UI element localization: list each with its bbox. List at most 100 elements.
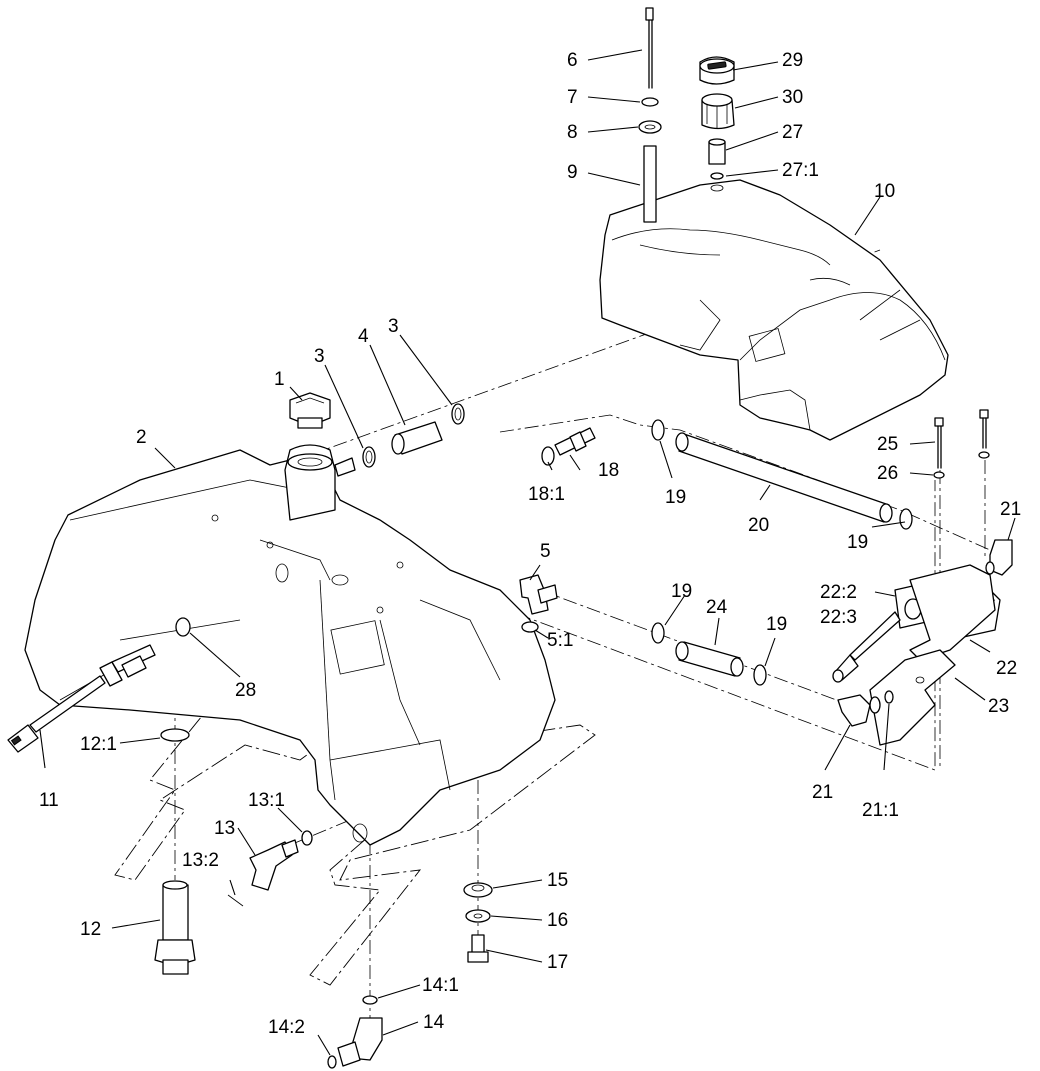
callout-14: 14 bbox=[423, 1012, 445, 1033]
gauge-cap bbox=[699, 56, 735, 85]
drain-plug-12 bbox=[154, 880, 196, 975]
callout-4: 4 bbox=[358, 326, 369, 347]
tank-window bbox=[330, 620, 385, 675]
callout-19-top-right: 19 bbox=[847, 532, 868, 553]
valve-bracket bbox=[909, 564, 996, 661]
callout-labels: 1 2 3 3 4 5 5:1 6 7 8 9 10 11 12 12:1 13… bbox=[39, 50, 1021, 1038]
o-ring-14-1 bbox=[362, 995, 378, 1005]
leader-lines bbox=[39, 49, 1016, 1056]
path-hose-lower bbox=[539, 589, 851, 706]
mounting-plate-23 bbox=[869, 649, 956, 746]
callout-17: 17 bbox=[547, 952, 568, 973]
o-ring-13-1 bbox=[301, 830, 313, 846]
pin-13-2 bbox=[227, 894, 244, 907]
callout-5-1: 5:1 bbox=[547, 630, 573, 651]
callout-22-3: 22:3 bbox=[820, 607, 857, 628]
callout-14-1: 14:1 bbox=[422, 975, 459, 996]
callout-1: 1 bbox=[274, 369, 285, 390]
bolt-25-right bbox=[979, 409, 989, 449]
callout-22: 22 bbox=[996, 658, 1017, 679]
callout-19-top-left: 19 bbox=[665, 487, 686, 508]
callout-13: 13 bbox=[214, 818, 235, 839]
elbow-fitting-21-upper bbox=[985, 539, 1013, 576]
main-fuel-tank bbox=[24, 449, 556, 846]
callout-9: 9 bbox=[567, 162, 578, 183]
mounting-plate-right bbox=[309, 724, 596, 986]
callout-12-1: 12:1 bbox=[80, 734, 117, 755]
fuel-sensor bbox=[7, 644, 156, 753]
gauge-adapter bbox=[708, 138, 726, 165]
hose-clamp-right bbox=[451, 403, 465, 425]
washer-26-left bbox=[933, 471, 945, 479]
callout-19-mid-left: 19 bbox=[671, 581, 692, 602]
washer-16 bbox=[465, 909, 491, 923]
callout-25: 25 bbox=[877, 434, 898, 455]
callout-23: 23 bbox=[988, 696, 1009, 717]
callout-14-2: 14:2 bbox=[268, 1017, 305, 1038]
washer-large bbox=[638, 120, 662, 134]
callout-6: 6 bbox=[567, 50, 578, 71]
callout-5: 5 bbox=[540, 541, 551, 562]
o-ring-14-2 bbox=[327, 1055, 337, 1069]
fuel-fitting bbox=[541, 427, 596, 466]
neck-outlet bbox=[334, 457, 356, 477]
upper-fuel-tank bbox=[599, 179, 949, 441]
warning-label bbox=[748, 328, 786, 362]
spacer-tube bbox=[643, 145, 657, 223]
callout-2: 2 bbox=[136, 427, 147, 448]
callout-19-mid-right: 19 bbox=[766, 614, 787, 635]
elbow-fitting-5 bbox=[519, 574, 558, 615]
mounting-plate-left bbox=[114, 689, 397, 881]
callout-3-right: 3 bbox=[388, 316, 399, 337]
clamp-19-mid-right bbox=[753, 664, 767, 686]
gauge-seal bbox=[710, 172, 724, 180]
callout-26: 26 bbox=[877, 463, 898, 484]
elbow-fitting-21-lower bbox=[837, 694, 881, 727]
callout-27: 27 bbox=[782, 122, 803, 143]
callout-30: 30 bbox=[782, 87, 803, 108]
callout-22-2: 22:2 bbox=[820, 582, 857, 603]
callout-18: 18 bbox=[598, 460, 619, 481]
gauge-body bbox=[701, 93, 735, 130]
callout-20: 20 bbox=[748, 515, 769, 536]
elbow-fitting-14 bbox=[337, 1017, 383, 1067]
seal-5-1 bbox=[521, 621, 539, 633]
washer-small bbox=[641, 97, 659, 107]
callout-8: 8 bbox=[567, 122, 578, 143]
callout-28: 28 bbox=[235, 680, 256, 701]
callout-3-left: 3 bbox=[314, 346, 325, 367]
short-hose bbox=[675, 641, 744, 677]
callout-24: 24 bbox=[706, 597, 728, 618]
clamp-19-mid-left bbox=[651, 622, 665, 644]
hose-sleeve bbox=[391, 421, 443, 455]
callout-12: 12 bbox=[80, 919, 101, 940]
callout-13-2: 13:2 bbox=[182, 850, 219, 871]
seal-21-1 bbox=[884, 690, 894, 704]
callout-7: 7 bbox=[567, 87, 578, 108]
elbow-fitting-13 bbox=[249, 839, 299, 891]
bolt-17 bbox=[467, 934, 489, 963]
callout-16: 16 bbox=[547, 910, 568, 931]
callout-21-lower: 21 bbox=[812, 782, 833, 803]
callout-11: 11 bbox=[39, 790, 59, 811]
o-ring-12-1 bbox=[160, 728, 190, 742]
callout-21-1: 21:1 bbox=[862, 800, 899, 821]
isolator-15 bbox=[463, 882, 493, 898]
o-ring-28 bbox=[175, 617, 191, 637]
hose-clamp-left bbox=[362, 446, 376, 468]
clamp-19-top-left bbox=[651, 419, 665, 441]
callout-13-1: 13:1 bbox=[248, 790, 285, 811]
callout-10: 10 bbox=[874, 181, 895, 202]
tank-cap bbox=[289, 392, 331, 429]
path-elbow-13 bbox=[289, 819, 351, 846]
long-hose bbox=[675, 432, 893, 523]
callout-21-upper: 21 bbox=[1000, 499, 1021, 520]
callout-15: 15 bbox=[547, 870, 568, 891]
callout-18-1: 18:1 bbox=[528, 484, 565, 505]
washer-26-right bbox=[978, 451, 990, 459]
clamp-19-top-right bbox=[899, 508, 913, 530]
bolt-25-left bbox=[934, 417, 944, 469]
callout-29: 29 bbox=[782, 50, 803, 71]
long-bolt bbox=[645, 7, 654, 89]
